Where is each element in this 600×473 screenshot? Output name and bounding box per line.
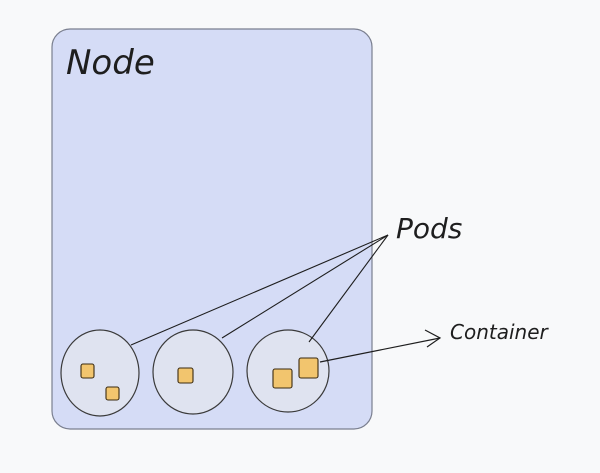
pods-line-2 [221,234,389,339]
container-2a [177,367,194,384]
containers-group [80,357,319,401]
container-arrow [319,329,442,363]
container-arrow-head [424,329,442,348]
pod-1 [60,329,140,417]
container-3b [298,357,319,379]
node-box [51,28,373,430]
pods-pointer-lines [130,234,389,346]
container-1a [80,363,95,379]
pods-line-1 [130,234,389,346]
container-arrow-shaft [319,337,441,363]
pods-label: Pods [396,212,462,245]
container-3a [272,368,293,389]
container-1b [105,386,120,401]
node-title: Node [66,43,155,83]
container-label: Container [450,320,550,344]
pods-line-3 [308,234,389,343]
